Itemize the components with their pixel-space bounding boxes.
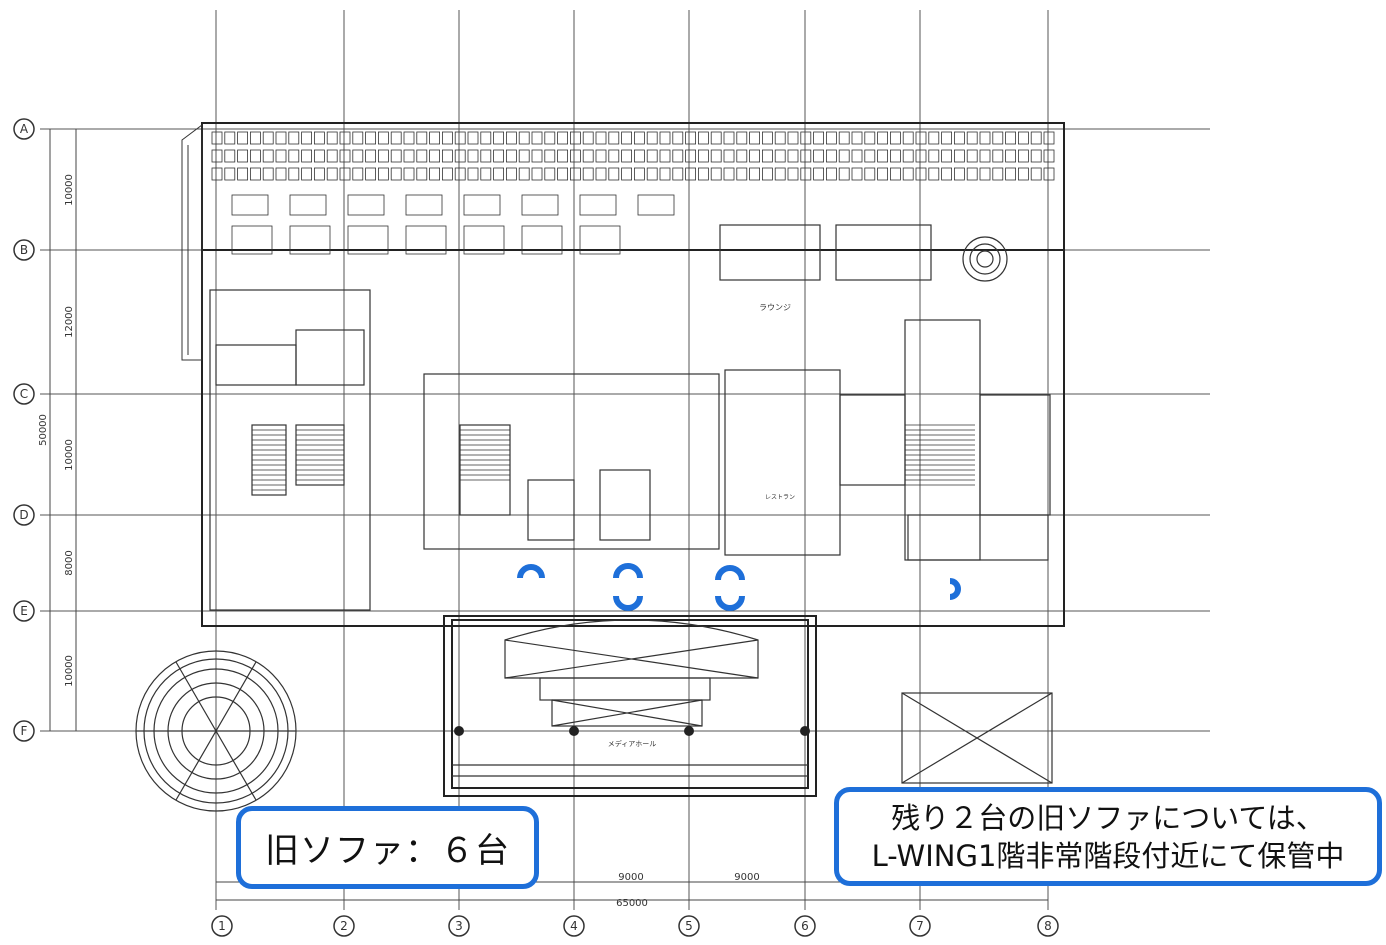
dim-span: 9000: [618, 872, 643, 883]
storage-note-line1: 残り２台の旧ソファについては、: [891, 800, 1325, 835]
column-bubbles: [211, 915, 1059, 937]
sofa-marker: [613, 563, 643, 579]
grid-lines: [40, 10, 1210, 910]
building-outline: [201, 122, 1065, 797]
sofa-marker: [613, 595, 643, 611]
sofa-markers: [517, 563, 961, 611]
dim-total: 50000: [38, 414, 49, 446]
column-label: 2: [340, 919, 348, 933]
entrance-columns: [454, 726, 810, 736]
row-label: A: [20, 122, 29, 136]
circular-structure: [135, 650, 297, 812]
media-hall-label: メディアホール: [608, 739, 657, 748]
stairs: [252, 424, 975, 496]
entrance-hall: [452, 619, 808, 777]
sofa-marker: [517, 564, 545, 579]
dim-span: 9000: [734, 872, 759, 883]
sofa-count-text: 旧ソファ：６台: [265, 831, 510, 871]
storage-note-callout: 残り２台の旧ソファについては、 L-WING1階非常階段付近にて保管中: [834, 787, 1382, 886]
restaurant-label: レストラン: [765, 494, 795, 501]
row-bubbles: [13, 118, 35, 742]
sofa-marker: [715, 565, 745, 581]
row-label: E: [20, 604, 28, 618]
spiral-stair: [962, 236, 1008, 282]
sofa-count-callout: 旧ソファ：６台: [236, 806, 539, 889]
column-label: 4: [570, 919, 578, 933]
dim-total: 65000: [616, 898, 648, 909]
column-label: 6: [801, 919, 809, 933]
column-label: 5: [685, 919, 693, 933]
column-label: 8: [1044, 919, 1052, 933]
dim-span: 12000: [64, 306, 75, 338]
side-ramp: [181, 124, 203, 361]
column-label: 3: [455, 919, 463, 933]
row-label: C: [20, 387, 28, 401]
lounge-label: ラウンジ: [759, 303, 791, 312]
column-label: 1: [218, 919, 226, 933]
row-label: F: [21, 724, 28, 738]
interior-rooms: [209, 224, 1051, 611]
dim-span: 8000: [64, 550, 75, 575]
dim-span: 10000: [64, 174, 75, 206]
row-label: D: [19, 508, 28, 522]
dim-span: 10000: [64, 439, 75, 471]
sofa-marker: [715, 595, 745, 611]
seating-area: [211, 131, 1055, 255]
sofa-marker: [949, 578, 961, 600]
storage-box: [901, 692, 1053, 784]
row-label: B: [20, 243, 28, 257]
storage-note-line2: L-WING1階非常階段付近にて保管中: [871, 838, 1345, 873]
dim-span: 10000: [64, 655, 75, 687]
column-label: 7: [916, 919, 924, 933]
